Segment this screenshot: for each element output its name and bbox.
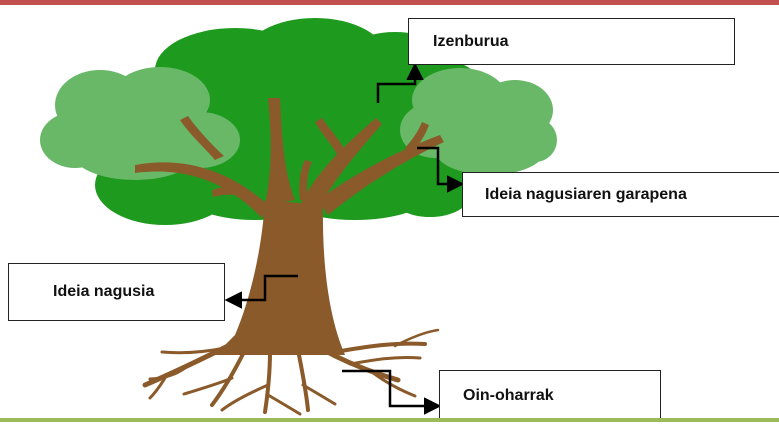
main-idea-development-label: Ideia nagusiaren garapena (485, 185, 687, 203)
top-accent-bar (0, 0, 779, 5)
trunk (135, 98, 444, 355)
main-idea-development-label-box: Ideia nagusiaren garapena (462, 172, 779, 217)
connector-garapena (417, 146, 465, 193)
title-label-box: Izenburua (408, 18, 735, 65)
connectors (224, 62, 465, 415)
title-label: Izenburua (433, 32, 509, 50)
main-idea-label: Ideia nagusia (53, 283, 155, 300)
connector-izenburua (376, 62, 424, 103)
connector-nagusia (224, 274, 298, 309)
canopy-light-right (400, 68, 557, 175)
bottom-rule (0, 418, 779, 422)
footnotes-label: Oin-oharrak (463, 387, 554, 404)
connector-oin-oharrak (342, 369, 442, 415)
footnotes-label-box: Oin-oharrak (439, 370, 661, 422)
main-idea-label-box: Ideia nagusia (8, 263, 225, 321)
canopy-light-left (40, 67, 240, 180)
